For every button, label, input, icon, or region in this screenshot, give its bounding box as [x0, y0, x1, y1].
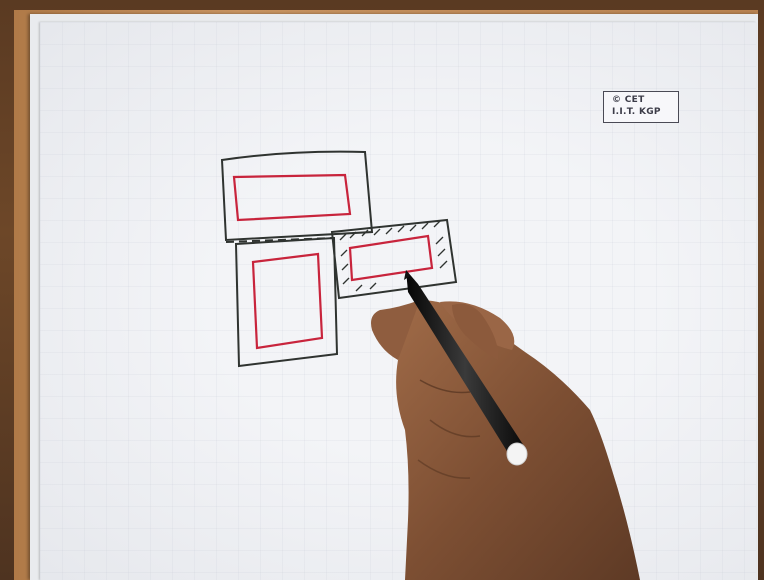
bottom-left-window-inner — [253, 254, 322, 348]
top-window-outer — [222, 152, 372, 240]
top-window-inner — [234, 175, 350, 220]
hatched-window-inner — [350, 236, 432, 280]
